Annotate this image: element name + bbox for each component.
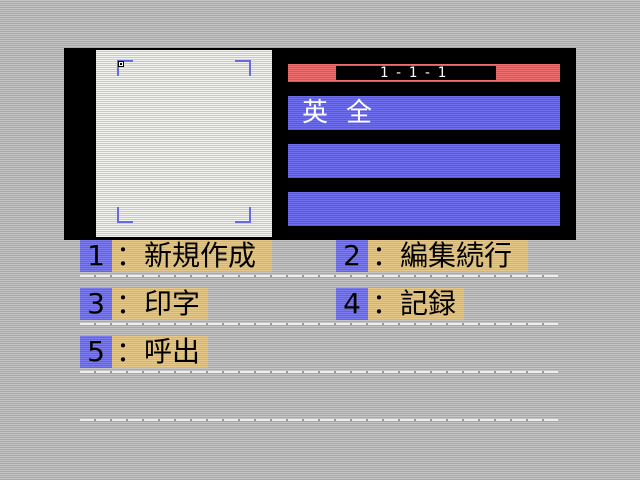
page-preview — [96, 50, 272, 237]
divider — [80, 419, 558, 421]
menu-label: ：印字 — [112, 288, 208, 320]
menu-label: ：記録 — [368, 288, 464, 320]
menu-key: 4 — [336, 288, 368, 320]
info-line-3 — [288, 192, 560, 226]
divider — [80, 371, 558, 373]
info-line-2 — [288, 144, 560, 178]
font-mode-line: 英全 — [288, 96, 560, 130]
menu-key: 1 — [80, 240, 112, 272]
menu-key: 3 — [80, 288, 112, 320]
divider — [80, 275, 558, 277]
position-cursor-icon — [118, 61, 124, 67]
menu-label: ：呼出 — [112, 336, 208, 368]
divider — [80, 323, 558, 325]
menu-label: ：新規作成 — [112, 240, 272, 272]
corner-mark-top-right — [235, 60, 251, 76]
corner-mark-bottom-left — [117, 207, 133, 223]
corner-mark-bottom-right — [235, 207, 251, 223]
menu-key: 5 — [80, 336, 112, 368]
corner-mark-top-left — [117, 60, 133, 76]
menu-label: ：編集続行 — [368, 240, 528, 272]
page-indicator: 1-1-1 — [336, 66, 496, 80]
menu-key: 2 — [336, 240, 368, 272]
